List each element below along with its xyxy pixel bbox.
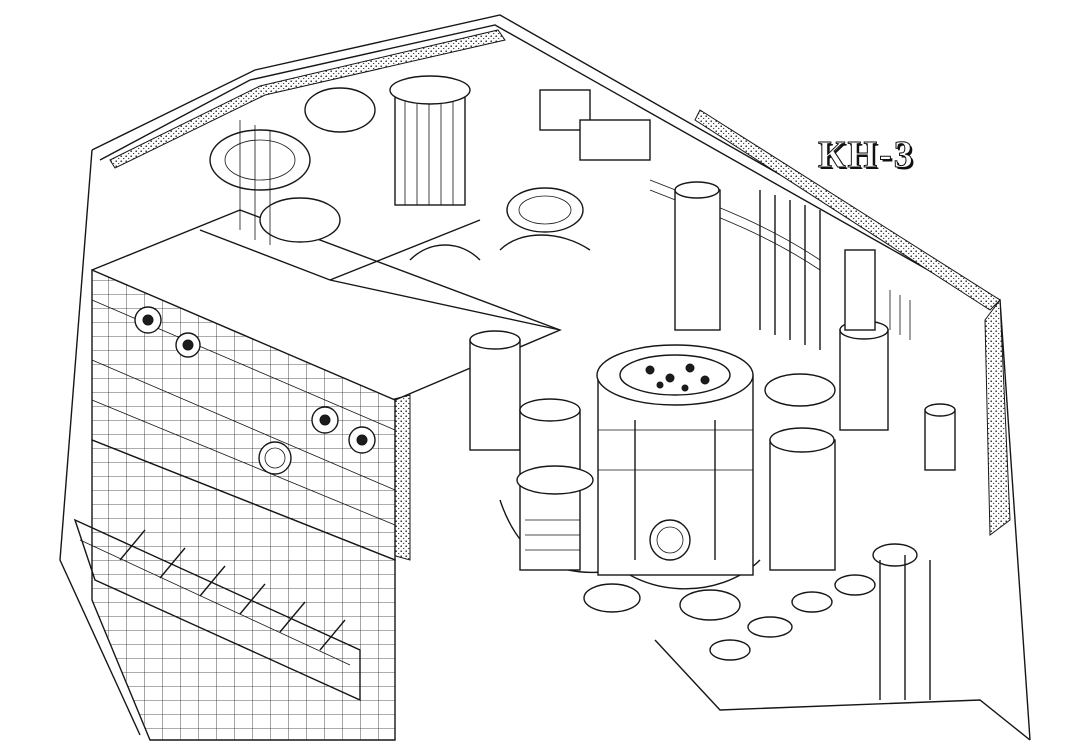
lower-tank-ribs — [73, 518, 361, 702]
bulkhead-frame — [91, 209, 562, 741]
reactor-vessel — [596, 344, 754, 576]
lower-hatches — [583, 543, 1031, 741]
upper-deck-equipment — [199, 75, 651, 331]
figure-label: КН-3 — [818, 134, 915, 176]
right-pumps — [844, 249, 956, 471]
steam-generator-left — [469, 330, 594, 571]
bulkhead-fittings — [134, 306, 376, 475]
steam-generator-right — [674, 181, 889, 571]
